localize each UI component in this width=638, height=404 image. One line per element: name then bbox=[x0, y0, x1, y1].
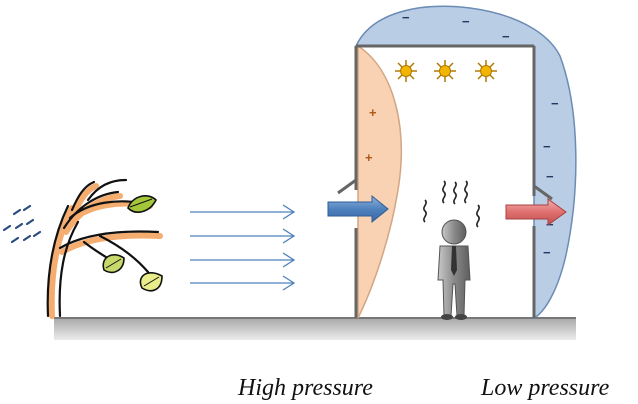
wind-line bbox=[190, 204, 296, 220]
sun-icons bbox=[395, 60, 497, 82]
negative-pressure-zone bbox=[354, 5, 577, 320]
plus-sign-2: + bbox=[365, 150, 373, 165]
sun-icon bbox=[395, 60, 417, 82]
sun-icon bbox=[434, 60, 456, 82]
leaf-icon bbox=[139, 272, 163, 292]
wind-line bbox=[190, 252, 296, 268]
wind-line bbox=[190, 228, 296, 244]
sun-icon bbox=[475, 60, 497, 82]
leaf-icon bbox=[127, 195, 157, 213]
leeward-window-sash bbox=[533, 184, 553, 201]
wind-gust-icon bbox=[2, 204, 42, 244]
arrow-in-icon bbox=[327, 194, 389, 224]
ground bbox=[54, 317, 576, 340]
heat-waves-icon bbox=[423, 180, 480, 228]
leeward-minus-signs: − − − − − − − − bbox=[402, 10, 559, 260]
wind-line bbox=[190, 275, 296, 291]
minus-sign-7: − bbox=[546, 217, 554, 232]
minus-sign-6: − bbox=[546, 169, 554, 184]
positive-pressure-zone bbox=[357, 44, 402, 319]
minus-sign-1: − bbox=[402, 10, 410, 25]
minus-sign-4: − bbox=[551, 96, 559, 111]
leaf-icon bbox=[102, 254, 125, 274]
high-pressure-label: High pressure bbox=[238, 375, 373, 401]
low-pressure-label: Low pressure bbox=[481, 375, 610, 401]
arrow-out-icon bbox=[505, 198, 567, 226]
wind-lines bbox=[190, 204, 296, 291]
person-icon bbox=[437, 219, 471, 320]
minus-sign-2: − bbox=[462, 14, 470, 29]
minus-sign-3: − bbox=[502, 29, 510, 44]
tree-icon bbox=[46, 178, 163, 319]
minus-sign-5: − bbox=[543, 139, 551, 154]
windward-window-sash bbox=[337, 178, 357, 195]
minus-sign-8: − bbox=[543, 245, 551, 260]
plus-sign-1: + bbox=[369, 105, 377, 120]
building bbox=[337, 44, 553, 318]
windward-plus-signs: + + bbox=[365, 105, 377, 165]
